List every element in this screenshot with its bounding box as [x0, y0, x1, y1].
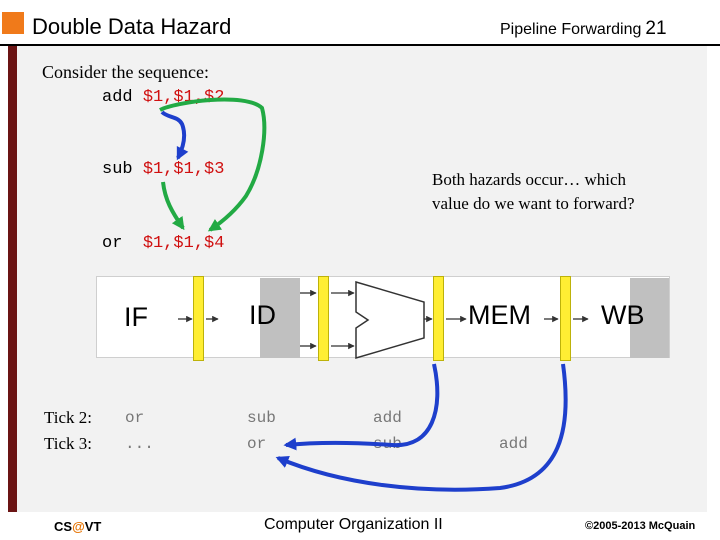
forward-arrow-blue-add-to-sub: [160, 110, 189, 161]
datapath-arrows: [178, 289, 589, 350]
note-line-2: value do we want to forward?: [432, 194, 635, 213]
footer-course-title: Computer Organization II: [264, 516, 443, 533]
slide-title: Double Data Hazard: [32, 14, 232, 39]
stage-mem: MEM: [468, 300, 531, 330]
id-shaded-half: [260, 278, 300, 358]
footer-at-sign: @: [72, 519, 85, 534]
tick-2-ex: add: [373, 409, 402, 427]
hazard-note: Both hazards occur… which value do we wa…: [432, 168, 635, 216]
instr-opcode: or: [102, 234, 143, 253]
pipeline-register-mem-wb: [560, 276, 571, 361]
note-line-1: Both hazards occur… which: [432, 170, 627, 189]
header-rule: [0, 44, 720, 46]
intro-text: Consider the sequence:: [42, 62, 209, 82]
footer-suffix: VT: [84, 519, 102, 534]
footer-course: CS@VT: [54, 519, 101, 534]
instr-opcode: sub: [102, 160, 143, 179]
pipeline-register-if-id: [193, 276, 204, 361]
stage-id: ID: [249, 300, 276, 330]
tick-3-if: ...: [125, 435, 154, 453]
stage-wb: WB: [601, 300, 645, 330]
forward-arrow-blue-memwb-to-id: [275, 363, 568, 492]
wb-shaded-half: [630, 278, 669, 358]
instruction-sub: sub $1,$1,$3: [102, 160, 224, 179]
tick-3-label: Tick 3:: [44, 434, 93, 453]
left-accent-bar: [8, 46, 17, 512]
footer-prefix: CS: [54, 519, 73, 534]
stage-if: IF: [124, 302, 148, 332]
instr-operands: $1,$1,$4: [142, 234, 225, 253]
page-number: 21: [645, 18, 667, 39]
title-accent-square: [2, 12, 24, 34]
tick-3-id: or: [247, 435, 267, 453]
tick-2-if: or: [125, 409, 145, 427]
instr-operands: $1,$1,$3: [142, 160, 225, 179]
forward-arrow-blue-exmem-to-id: [283, 363, 440, 451]
topic-label: Pipeline Forwarding: [500, 21, 642, 38]
tick-2-id: sub: [247, 409, 276, 427]
instruction-or: or $1,$1,$4: [102, 234, 224, 253]
alu-shape: [355, 280, 425, 360]
pipeline-register-ex-mem: [433, 276, 444, 361]
forward-arrow-green-sub-to-or: [161, 181, 185, 231]
forward-arrow-green-add-to-or: [159, 97, 267, 232]
pipeline-register-id-ex: [318, 276, 329, 361]
footer-copyright: ©2005-2013 McQuain: [585, 520, 696, 532]
tick-2-label: Tick 2:: [44, 408, 93, 427]
tick-3-mem: add: [499, 435, 528, 453]
instr-opcode: add: [102, 88, 143, 107]
